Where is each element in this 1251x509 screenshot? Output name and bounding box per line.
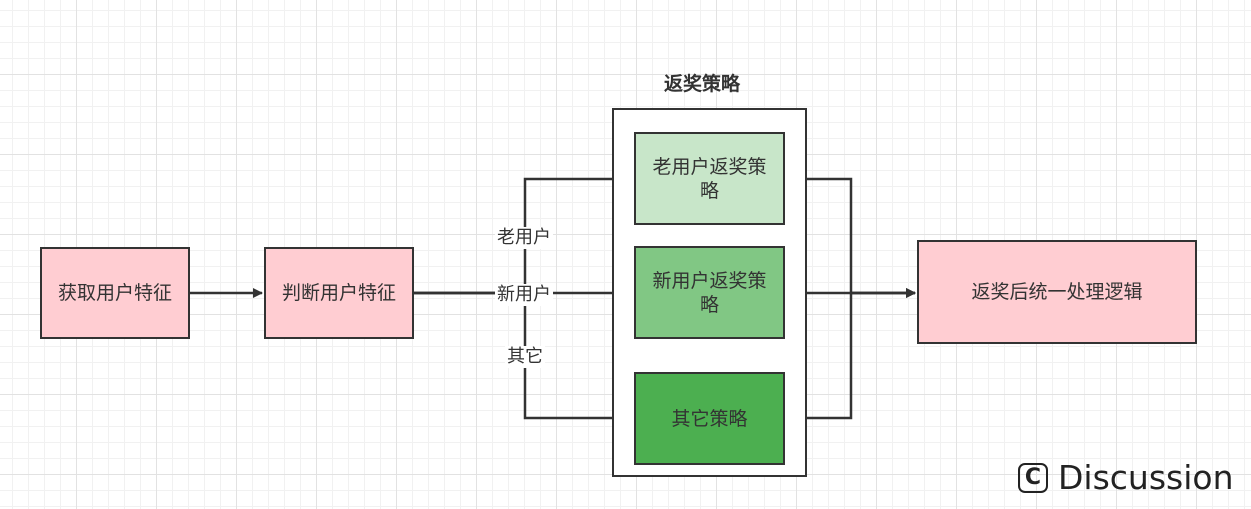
node-judge-user-features[interactable]: 判断用户特征 [264,247,414,339]
edge-other-to-post [783,288,916,420]
node-post-process[interactable]: 返奖后统一处理逻辑 [917,240,1197,344]
discussion-watermark: C Discussion [1018,458,1234,497]
edge-label-old-user: 老用户 [495,227,553,249]
c-icon: C [1018,462,1048,493]
edge-label-other: 其它 [505,346,545,368]
node-old-user-strategy[interactable]: 老用户返奖策略 [634,132,785,225]
node-get-user-features[interactable]: 获取用户特征 [40,247,190,339]
discussion-text: Discussion [1058,458,1234,497]
node-other-strategy[interactable]: 其它策略 [634,372,785,465]
node-new-user-strategy[interactable]: 新用户返奖策略 [634,246,785,339]
edge-label-new-user: 新用户 [495,284,553,306]
strategy-group-title: 返奖策略 [664,73,741,95]
